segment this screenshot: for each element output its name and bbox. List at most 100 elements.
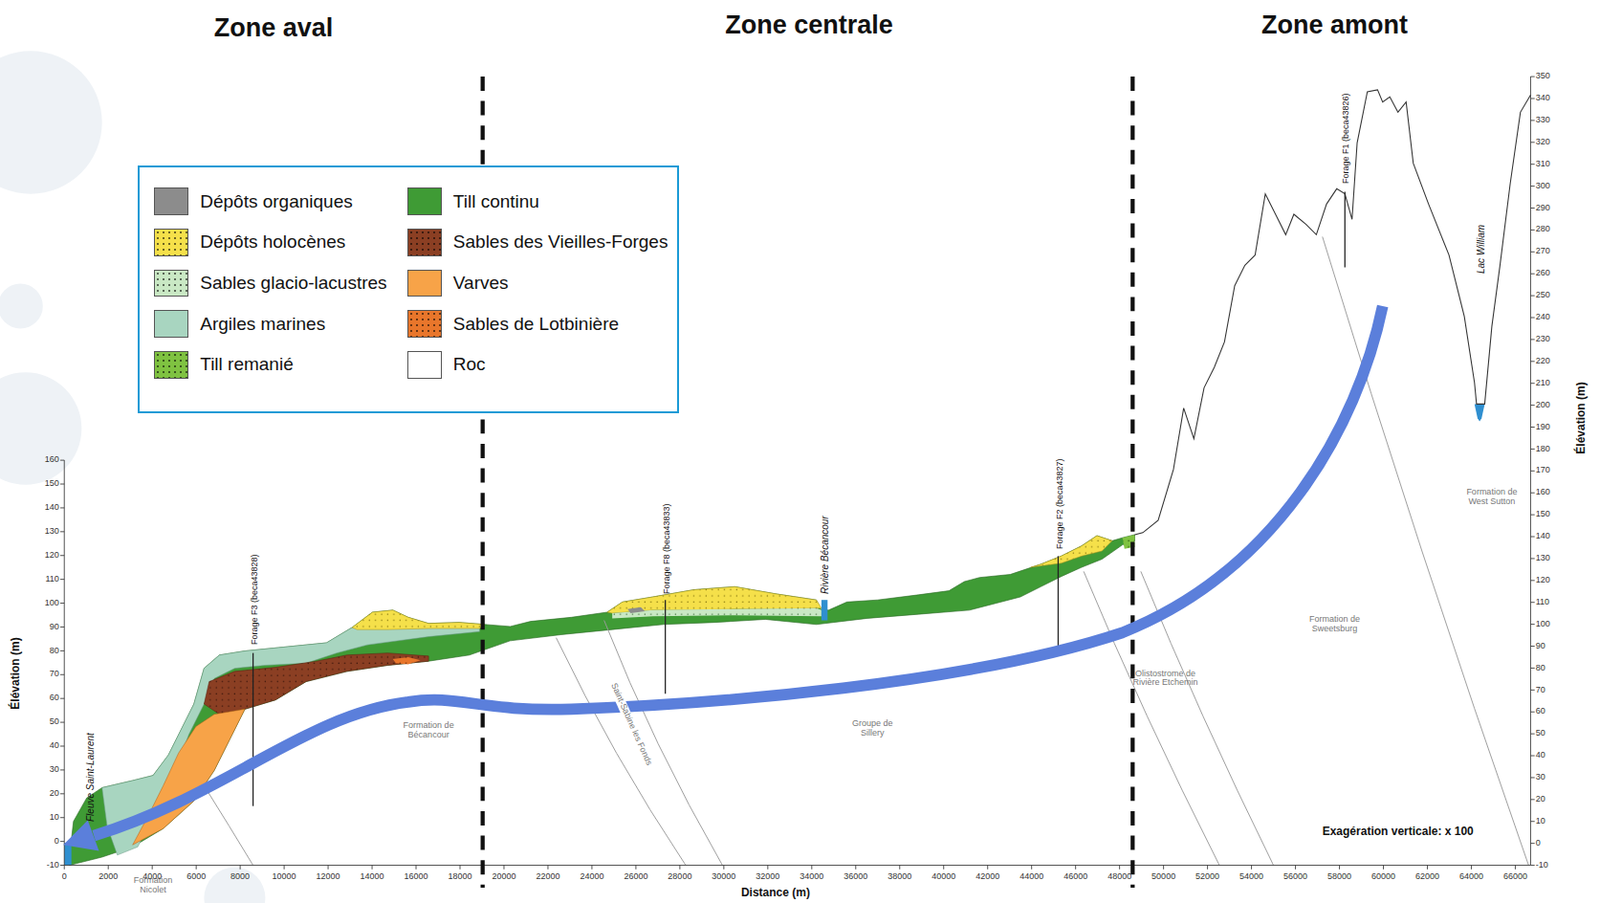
tick-mark [1530,755,1535,757]
tick-label: 50000 [1151,872,1176,882]
tick-mark [767,865,768,870]
tick-label: 60 [49,693,60,703]
tick-mark [1530,295,1535,297]
tick-mark [196,865,198,870]
tick-label: 270 [1535,246,1551,257]
tick-mark [1530,119,1535,121]
tick-label: 14000 [360,872,385,882]
tick-label: 48000 [1107,872,1132,882]
tick-label: 160 [44,455,60,465]
tick-mark [854,865,856,870]
tick-mark [1514,865,1516,870]
tick-label: 310 [1535,159,1551,170]
legend-text: Roc [453,353,486,375]
zone-divider [1130,76,1135,888]
tick-mark [1530,317,1535,319]
tick-mark [1530,404,1535,406]
tick-mark [723,865,724,870]
tick-mark [60,745,65,747]
tick-mark [60,698,65,700]
tick-mark [1530,776,1535,778]
contact-line [555,637,686,866]
tick-mark [1530,141,1535,143]
tick-mark [1530,689,1535,691]
tick-mark [1530,864,1535,866]
ground-profile [1134,89,1531,535]
tick-label: 12000 [316,872,341,882]
legend-swatch [407,228,442,257]
tick-label: 24000 [579,872,604,882]
legend-text: Sables glacio-lacustres [199,272,387,294]
formation-name: Formation de Sweetsburg [1300,614,1370,635]
decor-circle [203,867,265,903]
tick-label: 70 [1535,685,1546,696]
tick-mark [1530,645,1535,647]
borehole-label: Forage F1 (beca43826) [1341,92,1352,184]
tick-label: 58000 [1327,872,1352,882]
legend-item: Till continu [407,187,540,216]
sables-lotbiniere [393,657,421,664]
legend-swatch [407,350,442,379]
tick-mark [1530,514,1535,516]
legend-item: Roc [407,350,486,379]
tick-mark [416,865,417,870]
tick-label: 8000 [230,872,250,882]
tick-label: 120 [44,550,60,561]
tick-mark [1118,865,1120,870]
tick-label: 80 [49,646,60,657]
tick-mark [1162,865,1164,870]
legend-item: Dépôts holocènes [153,228,346,257]
water-name: Rivière Bécancour [819,515,831,594]
tick-label: 250 [1535,290,1551,301]
tick-label: 50 [49,717,60,727]
legend-swatch [153,228,189,257]
tick-label: 16000 [404,872,429,882]
contact-line [203,785,253,865]
tick-label: 4000 [142,872,162,882]
tick-label: 36000 [843,872,868,882]
tick-mark [942,865,944,870]
legend-item: Sables glacio-lacustres [153,269,388,298]
tick-label: 56000 [1283,872,1308,882]
tick-mark [1426,865,1428,870]
tick-label: 46000 [1063,872,1088,882]
tick-mark [1530,623,1535,625]
tick-mark [1530,536,1535,538]
tick-mark [1530,273,1535,275]
depots-holocenes [1030,535,1113,568]
tick-label: -10 [46,860,60,871]
tick-mark [60,840,65,842]
legend-text: Sables des Vieilles-Forges [453,231,669,253]
tick-mark [1530,251,1535,253]
depots-holocenes [351,610,485,630]
borehole [1344,192,1346,268]
tick-label: 210 [1535,378,1551,389]
tick-label: 110 [1535,597,1550,608]
tick-label: 130 [44,526,60,537]
legend-item: Sables des Vieilles-Forges [407,228,669,257]
tick-label: 20 [1535,794,1546,805]
borehole-label: Forage F8 (beca43833) [662,503,673,594]
legend-text: Till continu [453,191,540,213]
decor-circle [0,284,44,329]
tick-mark [60,792,65,794]
tick-label: 300 [1535,181,1551,192]
tick-mark [60,722,65,724]
tick-label: 44000 [1019,872,1044,882]
formation-name: Saint-Sabine les Fonds [608,679,656,769]
fleuve-water [64,842,71,865]
tick-mark [898,865,900,870]
tick-label: 40000 [931,872,956,882]
water-name: Fleuve Saint-Laurent [84,732,95,822]
tick-label: 120 [1535,575,1551,586]
tick-mark [60,816,65,818]
tick-mark [60,530,65,532]
borehole [1057,555,1059,650]
tick-label: 64000 [1459,872,1484,882]
tick-label: 200 [1535,400,1551,411]
legend-item: Dépôts organiques [153,187,353,216]
tick-mark [460,865,461,870]
till-continu [69,534,1136,866]
axis-title: Distance (m) [741,886,811,899]
tick-label: 230 [1535,334,1551,345]
